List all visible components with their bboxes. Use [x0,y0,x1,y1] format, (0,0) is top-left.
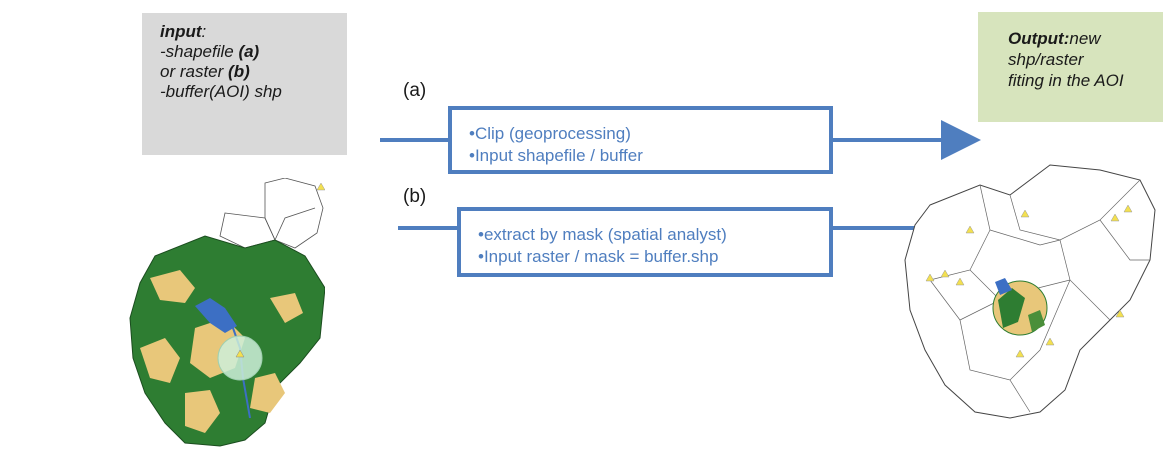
output-heading: Output:new [1008,29,1101,48]
cropland-patches [140,270,303,433]
mask-step-1: •extract by mask (spatial analyst) [478,225,727,244]
output-line-3: fiting in the AOI [1008,71,1124,90]
branch-b-label: (b) [403,186,427,207]
province-boundaries-north [219,178,324,249]
output-map [904,164,1156,419]
input-raster-line: or raster (b) [160,62,250,81]
input-box: input: -shapefile (a) or raster (b) -buf… [142,13,347,155]
output-line-2: shp/raster [1008,50,1084,69]
clipped-lake [995,278,1012,295]
site-markers [925,204,1133,358]
clipped-forest-patch-2 [1028,310,1045,332]
clip-process-box: •Clip (geoprocessing) •Input shapefile /… [448,106,833,174]
tonle-sap-lake [195,298,237,333]
input-raster-map [129,178,325,447]
north-triangle-marker [316,182,325,191]
clip-step-1: •Clip (geoprocessing) [469,124,631,143]
input-heading: input: [160,22,207,41]
mask-step-2: •Input raster / mask = buffer.shp [478,247,719,266]
clipped-forest-patch [998,288,1025,328]
branch-a-label: (a) [403,80,427,101]
input-shapefile-line: -shapefile (a) [160,42,260,61]
buffer-aoi-circle [217,335,263,381]
clip-step-2: •Input shapefile / buffer [469,146,643,165]
province-boundaries [929,179,1150,413]
aoi-triangle-marker [235,349,245,358]
input-buffer-line: -buffer(AOI) shp [160,82,282,101]
mask-process-box: •extract by mask (spatial analyst) •Inpu… [457,207,833,277]
output-box: Output:new shp/raster fiting in the AOI [978,12,1163,122]
